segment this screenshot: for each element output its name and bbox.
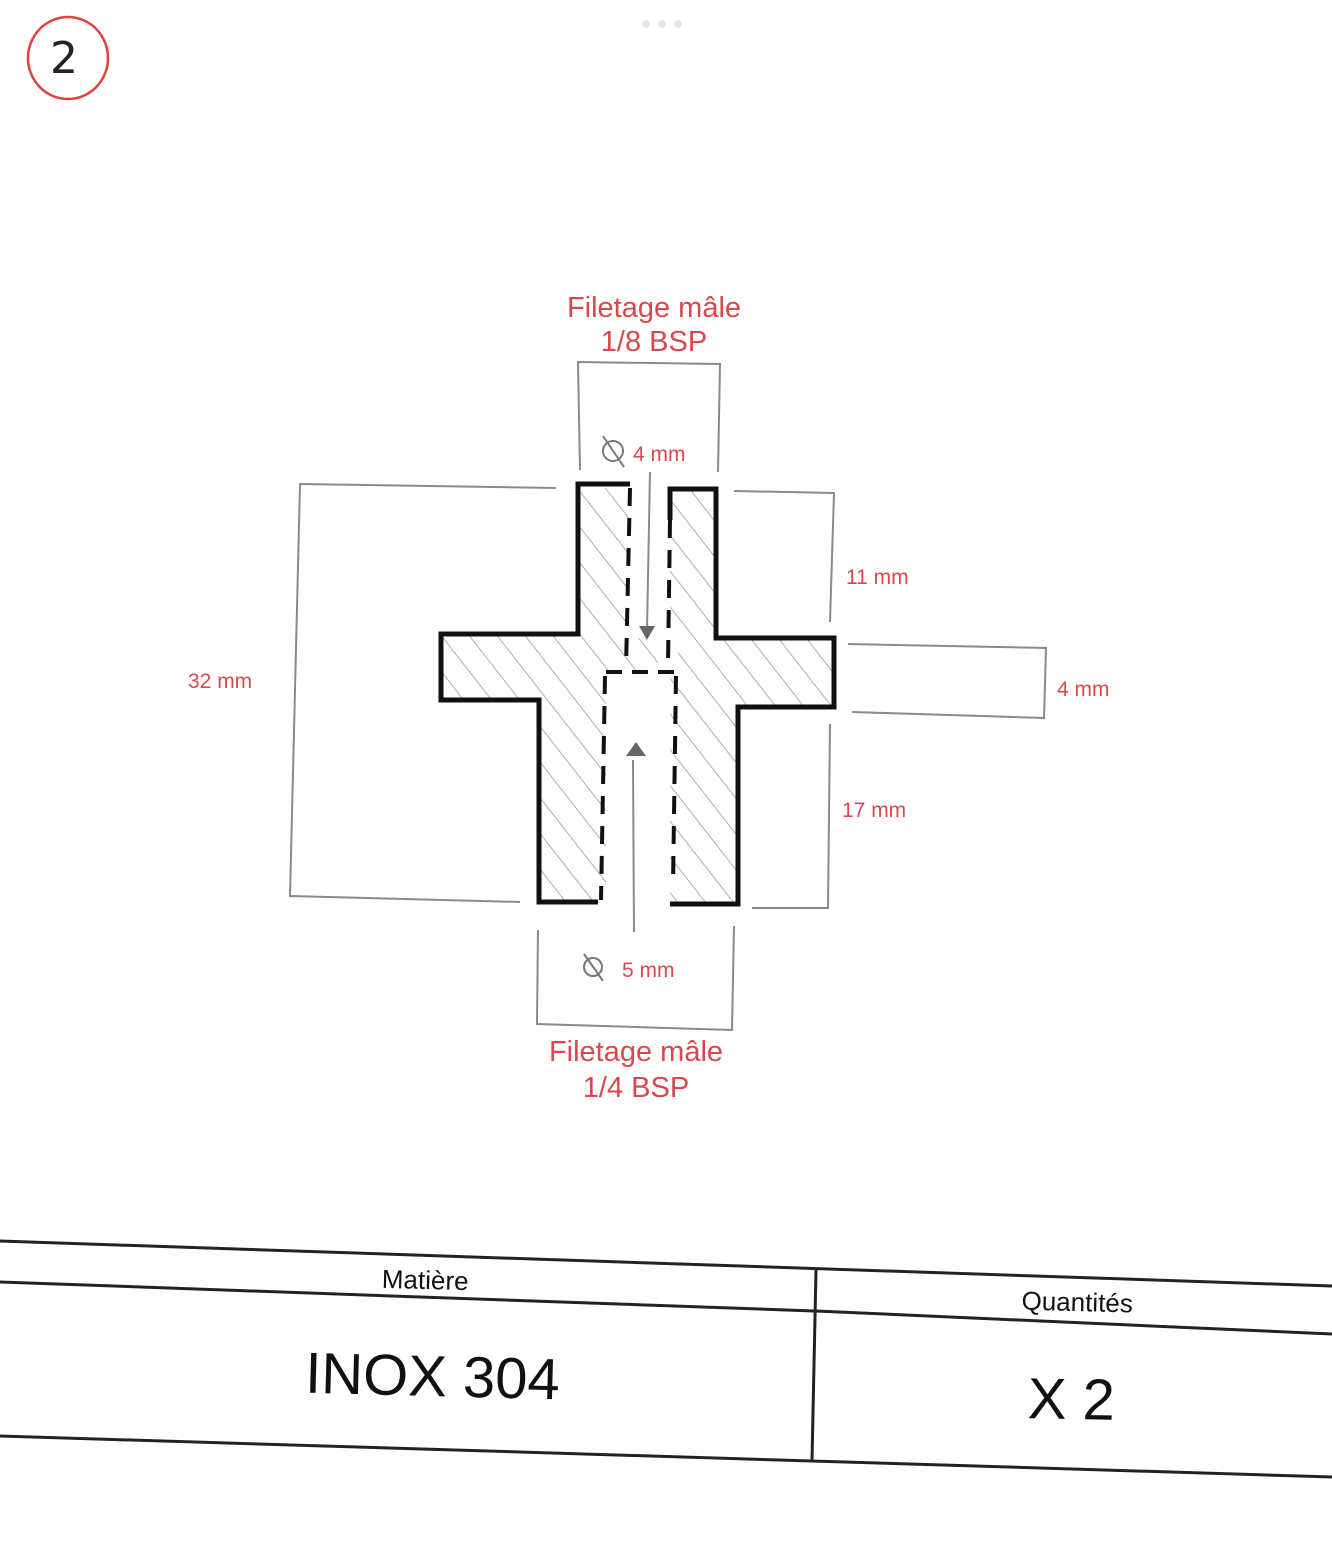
material-value: INOX 304 — [304, 1341, 560, 1413]
diameter-icon — [583, 953, 604, 982]
flange-thickness-label: 4 mm — [1057, 678, 1110, 701]
title-block-top-border — [0, 1239, 1332, 1288]
section-left-outline — [438, 481, 630, 905]
diameter-icon — [602, 435, 625, 468]
quantity-header-divider — [815, 1309, 1332, 1336]
title-block: Matière Quantités INOX 304 X 2 — [0, 1239, 1332, 1479]
column-divider — [810, 1269, 818, 1461]
page-number: 2 — [50, 33, 78, 84]
section-right-outline — [667, 486, 837, 907]
top-thread-label-line2: 1/8 BSP — [601, 326, 707, 358]
bottom-bore-left-line — [599, 675, 607, 901]
top-bore-left-line — [624, 487, 632, 669]
page-number-circle — [26, 15, 110, 101]
title-block-bottom-border — [0, 1434, 1332, 1479]
overall-height-label: 32 mm — [188, 670, 252, 693]
top-bore-right-line — [666, 519, 672, 665]
section-left-half — [441, 488, 658, 902]
top-thread-label-line1: Filetage mâle — [567, 292, 741, 324]
bottom-bore-right-line — [671, 675, 678, 887]
quantity-value: X 2 — [1027, 1366, 1115, 1433]
bottom-thread-label-line1: Filetage mâle — [549, 1036, 723, 1068]
quantity-header: Quantités — [1021, 1286, 1133, 1319]
upper-length-label: 11 mm — [846, 566, 909, 589]
part-section — [438, 481, 837, 907]
section-right-half — [670, 489, 834, 904]
material-header: Matière — [382, 1264, 469, 1296]
bottom-bore-diameter-label: 5 mm — [622, 959, 675, 982]
page-number-badge: 2 — [26, 15, 110, 101]
top-bore-diameter-label: 4 mm — [633, 443, 686, 466]
bottom-thread-label-line2: 1/4 BSP — [583, 1072, 689, 1104]
material-header-divider — [0, 1280, 815, 1313]
bore-arrows — [626, 471, 655, 933]
lower-length-label: 17 mm — [842, 799, 906, 822]
drag-handle-icon — [642, 20, 682, 28]
dimension-lines — [288, 360, 1048, 1032]
